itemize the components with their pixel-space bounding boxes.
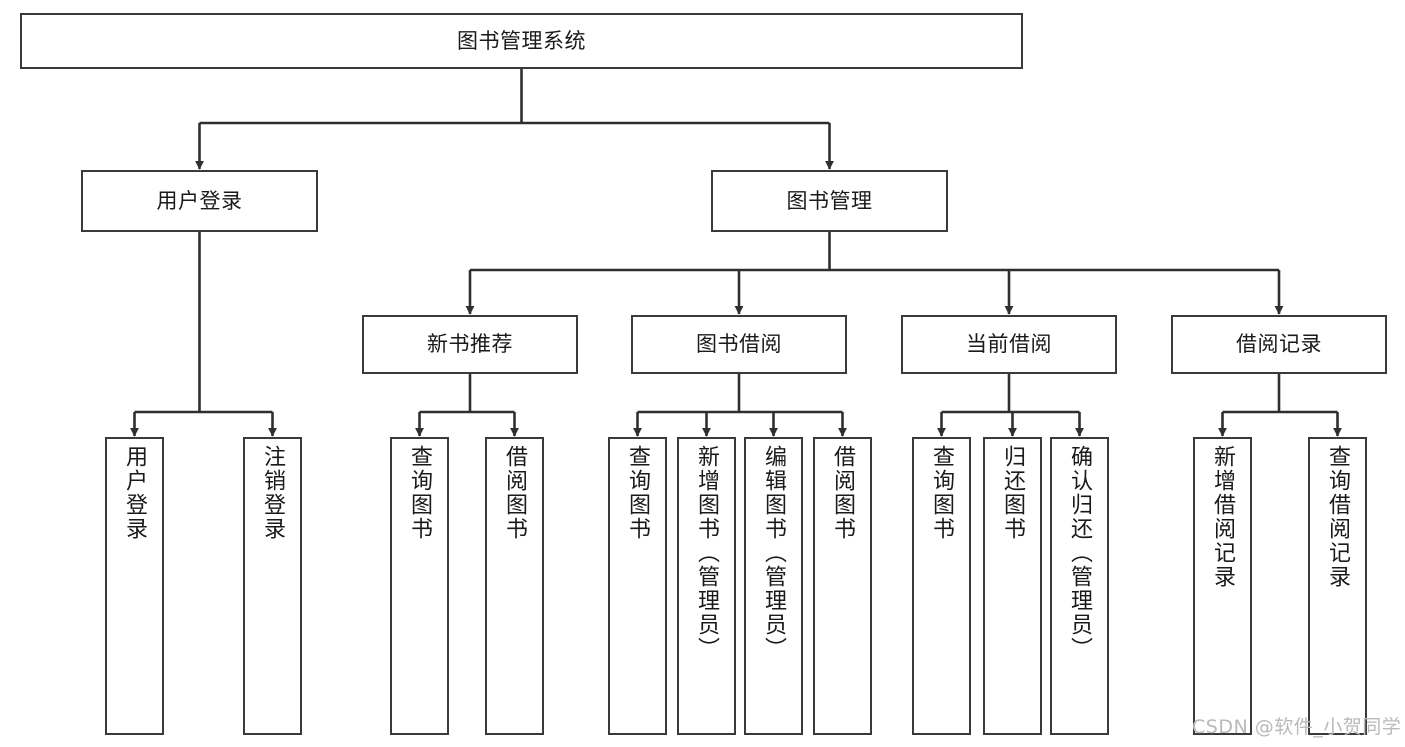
node-leaf-add-record-label: 新增借阅记录	[1210, 445, 1236, 589]
node-leaf-confirm-return[interactable]: 确认归还（管理员）	[1050, 437, 1109, 735]
node-book-borrow-label: 图书借阅	[696, 332, 782, 357]
node-leaf-edit-book-label: 编辑图书（管理员）	[761, 445, 787, 661]
node-leaf-user-login-label: 用户登录	[122, 445, 148, 541]
node-leaf-borrow-book-1-label: 借阅图书	[502, 445, 528, 541]
node-book-management[interactable]: 图书管理	[711, 170, 948, 232]
node-leaf-query-record-label: 查询借阅记录	[1325, 445, 1351, 589]
node-leaf-edit-book[interactable]: 编辑图书（管理员）	[744, 437, 803, 735]
node-borrow-record-label: 借阅记录	[1236, 332, 1322, 357]
node-leaf-add-book-label: 新增图书（管理员）	[694, 445, 720, 661]
node-leaf-query-book-3-label: 查询图书	[929, 445, 955, 541]
node-leaf-borrow-book-2[interactable]: 借阅图书	[813, 437, 872, 735]
node-leaf-borrow-book-2-label: 借阅图书	[830, 445, 856, 541]
node-leaf-return-book[interactable]: 归还图书	[983, 437, 1042, 735]
node-book-borrow[interactable]: 图书借阅	[631, 315, 847, 374]
node-leaf-add-book[interactable]: 新增图书（管理员）	[677, 437, 736, 735]
node-new-book-recommend[interactable]: 新书推荐	[362, 315, 578, 374]
node-current-borrow-label: 当前借阅	[966, 332, 1052, 357]
node-leaf-user-logout-label: 注销登录	[260, 445, 286, 541]
node-leaf-query-book-1-label: 查询图书	[407, 445, 433, 541]
node-leaf-query-book-2-label: 查询图书	[625, 445, 651, 541]
csdn-watermark: CSDN @软件_小贺同学	[1192, 716, 1402, 738]
node-leaf-borrow-book-1[interactable]: 借阅图书	[485, 437, 544, 735]
node-leaf-query-book-1[interactable]: 查询图书	[390, 437, 449, 735]
node-root[interactable]: 图书管理系统	[20, 13, 1023, 69]
node-user-login-label: 用户登录	[156, 188, 243, 213]
node-current-borrow[interactable]: 当前借阅	[901, 315, 1117, 374]
node-leaf-query-record[interactable]: 查询借阅记录	[1308, 437, 1367, 735]
node-root-label: 图书管理系统	[457, 28, 586, 53]
node-user-login[interactable]: 用户登录	[81, 170, 318, 232]
node-borrow-record[interactable]: 借阅记录	[1171, 315, 1387, 374]
node-leaf-add-record[interactable]: 新增借阅记录	[1193, 437, 1252, 735]
node-leaf-user-login[interactable]: 用户登录	[105, 437, 164, 735]
node-leaf-return-book-label: 归还图书	[1000, 445, 1026, 541]
node-leaf-query-book-3[interactable]: 查询图书	[912, 437, 971, 735]
node-new-book-recommend-label: 新书推荐	[427, 332, 513, 357]
node-leaf-user-logout[interactable]: 注销登录	[243, 437, 302, 735]
node-leaf-confirm-return-label: 确认归还（管理员）	[1067, 445, 1093, 661]
node-book-management-label: 图书管理	[786, 188, 873, 213]
node-leaf-query-book-2[interactable]: 查询图书	[608, 437, 667, 735]
